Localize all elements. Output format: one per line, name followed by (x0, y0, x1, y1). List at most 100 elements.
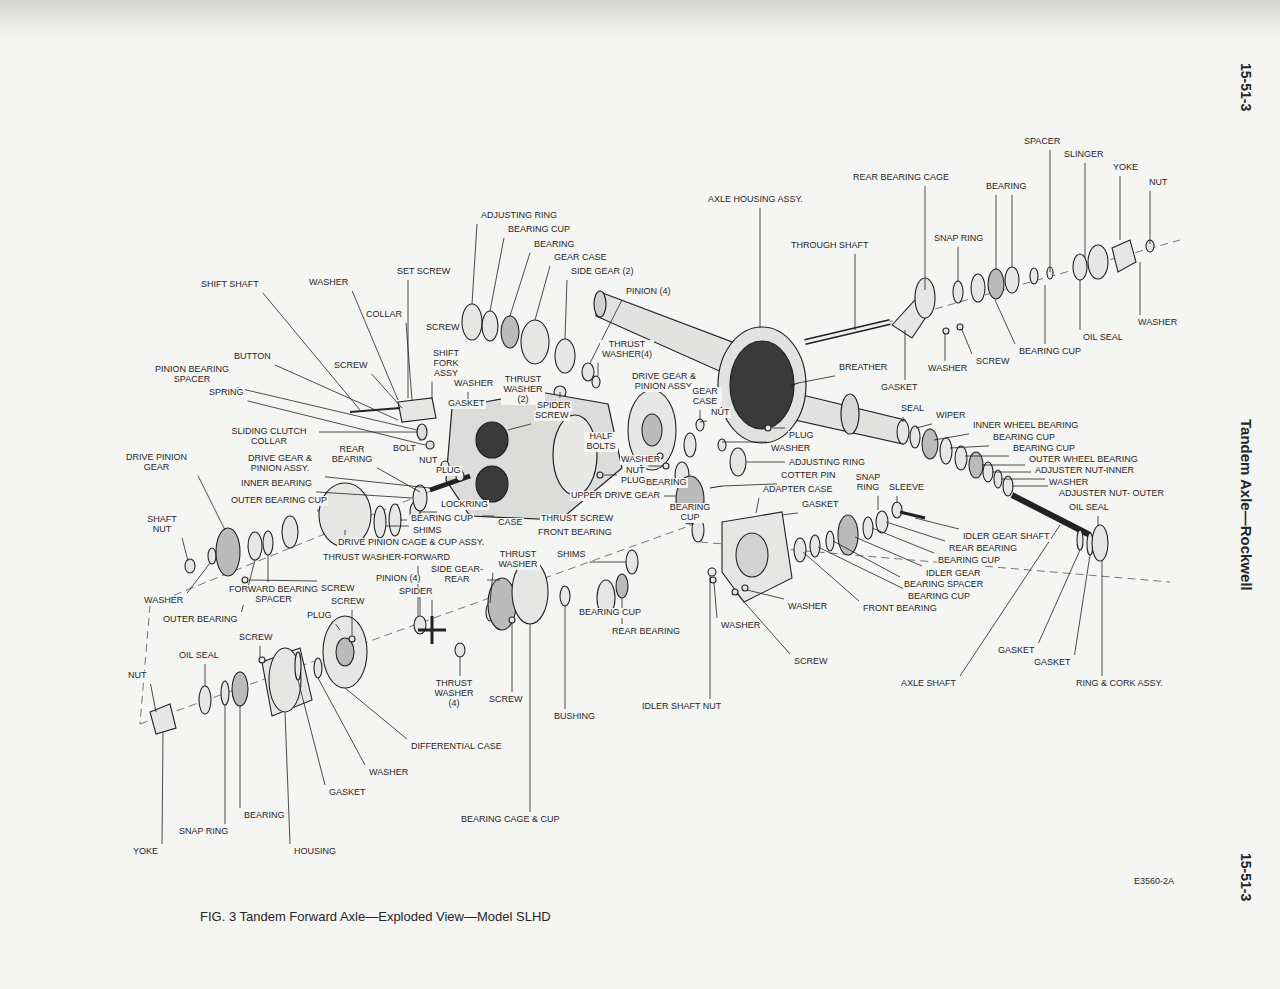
drawing-part (1012, 495, 1090, 535)
leader-line (722, 442, 767, 443)
part-label: LOCKRING (440, 500, 489, 510)
drawing-part (892, 502, 902, 518)
drawing-part (199, 686, 211, 714)
part-label: OIL SEAL (1068, 503, 1110, 513)
leader-line (996, 195, 997, 270)
drawing-part (269, 648, 301, 712)
part-label: AXLE HOUSING ASSY. (707, 195, 804, 205)
drawing-part (476, 466, 508, 502)
leader-line (318, 678, 365, 765)
part-label: WASHER (143, 596, 184, 606)
leader-line (1012, 195, 1013, 267)
drawing-part (482, 311, 498, 341)
part-label: REAR BEARING CAGE (852, 173, 950, 183)
part-label: BEARING CUP (507, 225, 571, 235)
part-label: WASHER (927, 364, 968, 374)
drawing-part (642, 414, 662, 446)
drawing-part (696, 419, 704, 431)
part-label: GASKET (997, 646, 1036, 656)
leader-line (1075, 555, 1090, 655)
part-label: THRUST WASHER (4) (432, 679, 476, 709)
leader-line (897, 496, 898, 503)
leader-line (649, 466, 663, 467)
leader-line (1120, 176, 1121, 240)
idler-gear-group (708, 486, 925, 602)
drawing-part (455, 643, 465, 657)
leader-line (225, 705, 226, 824)
drawing-part (476, 422, 508, 458)
part-label: SPIDER (398, 587, 434, 597)
drawing-part (560, 586, 570, 606)
part-label: BEARING CAGE & CUP (460, 815, 561, 825)
part-label: IDLER GEAR SHAFT (962, 532, 1051, 542)
part-label: SHIFT SHAFT (200, 280, 260, 290)
leader-line (664, 496, 676, 497)
drawing-part (295, 652, 301, 680)
leader-line (747, 590, 784, 599)
leader-line (872, 528, 934, 553)
drawing-part (718, 439, 726, 451)
leader-line (325, 477, 430, 488)
leader-line (700, 421, 707, 422)
leader-line (903, 417, 904, 422)
leader-line (598, 363, 599, 376)
leader-line (490, 573, 493, 603)
part-label: INNER WHEEL BEARING (972, 421, 1079, 431)
leader-line (992, 472, 1031, 473)
part-label: SHIMS (556, 550, 587, 560)
part-label: YOKE (132, 847, 159, 857)
leader-line (162, 732, 164, 844)
part-label: PINION BEARING SPACER (150, 365, 234, 385)
leader-line (855, 537, 922, 566)
leader-line (487, 580, 500, 581)
scan-shadow (0, 0, 1280, 38)
part-label: SET SCREW (396, 267, 451, 277)
drawing-part (462, 304, 482, 340)
drawing-part (216, 528, 240, 576)
leader-line (490, 238, 504, 311)
part-label: ADJUSTING RING (480, 211, 558, 221)
part-label: WASHER (368, 768, 409, 778)
part-label: DRIVE GEAR & PINION ASSY. (238, 454, 322, 474)
drawing-part (555, 339, 575, 373)
part-label: AXLE SHAFT (900, 679, 957, 689)
leader-line (1085, 163, 1086, 258)
leader-line (798, 376, 835, 383)
leader-line (237, 388, 417, 430)
leader-line (512, 623, 513, 692)
differential-group (150, 550, 638, 734)
drawing-part (349, 636, 355, 642)
part-label: GASKET (801, 500, 840, 510)
part-label: RING & CORK ASSY. (1075, 679, 1164, 689)
leader-line (510, 253, 530, 316)
part-label: BEARING CUP (410, 514, 474, 524)
part-label: NUT (710, 408, 731, 418)
through-shaft (805, 322, 890, 342)
leader-line (482, 516, 494, 517)
drawing-part (663, 463, 669, 469)
leader-line (855, 254, 856, 330)
rear-cage-parts (892, 240, 1154, 338)
part-label: WASHER (1137, 318, 1178, 328)
leader-line (298, 680, 325, 785)
drawing-part (722, 512, 792, 602)
drawing-part (259, 657, 265, 663)
part-label: SIDE GEAR-REAR (430, 565, 484, 585)
part-label: ADJUSTER NUT- OUTER (1058, 489, 1165, 499)
leader-line (934, 434, 969, 440)
drawing-part (582, 363, 594, 381)
drawing-part (594, 291, 606, 317)
part-label: SLINGER (1063, 150, 1105, 160)
part-label: SIDE GEAR (2) (570, 267, 635, 277)
part-label: COTTER PIN (780, 471, 837, 481)
drawing-part (900, 512, 925, 518)
part-label: SHIMS (412, 526, 443, 536)
part-label: SLEEVE (888, 483, 925, 493)
part-label: OUTER WHEEL BEARING (1028, 455, 1139, 465)
part-label: GEAR CASE (553, 253, 608, 263)
part-label: SNAP RING (178, 827, 229, 837)
part-label: BEARING CUP (668, 503, 712, 523)
leader-line (710, 576, 711, 699)
leader-line (1045, 285, 1046, 344)
drawing-part (922, 429, 938, 459)
